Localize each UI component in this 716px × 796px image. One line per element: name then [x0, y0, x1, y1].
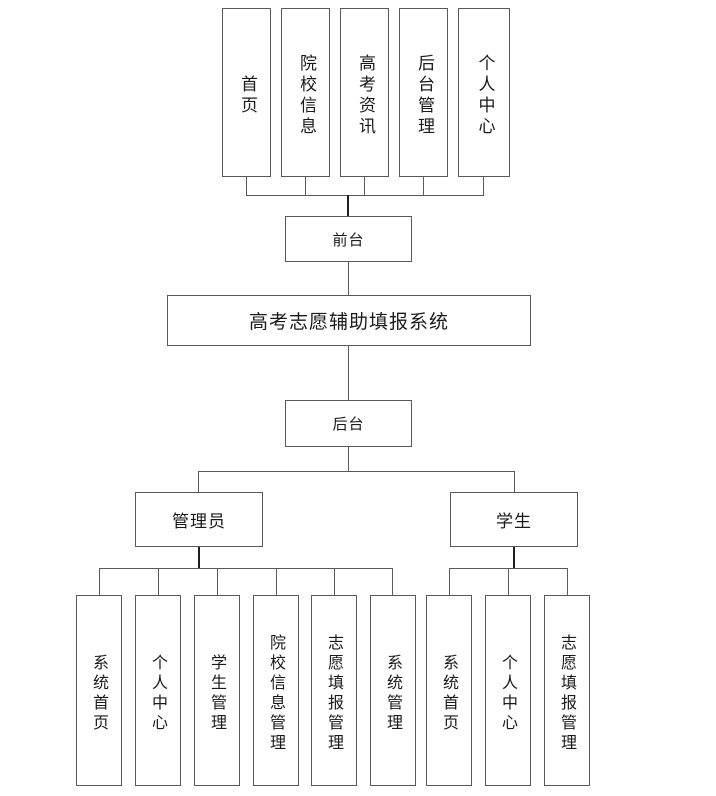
- connector-frontend-backend-admin: [423, 177, 424, 195]
- connector-root-to-backend: [348, 346, 349, 400]
- connector-frontend-home: [246, 177, 247, 195]
- node-label: 个人中心: [474, 53, 495, 138]
- connector-student-drop: [513, 547, 515, 568]
- connector-backend-drop: [348, 447, 349, 471]
- connector-frontend-school-info: [305, 177, 306, 195]
- node-label: 前台: [332, 230, 365, 249]
- admin-child-system-management[interactable]: 系统管理: [370, 595, 416, 786]
- node-label: 后台管理: [414, 53, 434, 138]
- node-label: 个人中心: [499, 653, 518, 734]
- node-backend[interactable]: 后台: [285, 400, 412, 447]
- admin-child-personal-center[interactable]: 个人中心: [135, 595, 181, 786]
- connector-frontend-drop: [347, 195, 349, 216]
- connector-frontend-personal-center: [483, 177, 484, 195]
- connector-admin-child-3: [217, 568, 218, 595]
- admin-child-student-management[interactable]: 学生管理: [194, 595, 240, 786]
- node-label: 志愿填报管理: [558, 633, 577, 754]
- student-child-personal-center[interactable]: 个人中心: [485, 595, 531, 786]
- admin-child-school-info-management[interactable]: 院校信息管理: [253, 595, 299, 786]
- student-child-system-home[interactable]: 系统首页: [426, 595, 472, 786]
- frontend-child-school-info[interactable]: 院校信息: [281, 8, 330, 177]
- node-label: 管理员: [172, 512, 226, 532]
- node-label: 志愿填报管理: [325, 633, 344, 754]
- frontend-child-backend-admin[interactable]: 后台管理: [399, 8, 448, 177]
- connector-student-child-3: [567, 568, 568, 595]
- node-label: 高考志愿辅助填报系统: [248, 311, 449, 333]
- admin-child-application-management[interactable]: 志愿填报管理: [311, 595, 357, 786]
- node-label: 后台: [332, 415, 365, 433]
- node-label: 院校信息: [296, 53, 316, 138]
- connector-student-child-2: [508, 568, 509, 595]
- node-label: 高考资讯: [355, 53, 375, 138]
- node-label: 系统首页: [440, 653, 459, 734]
- connector-admin-child-5: [334, 568, 335, 595]
- connector-roles-bus: [198, 471, 515, 472]
- connector-student-child-1: [449, 568, 450, 595]
- node-label: 系统首页: [90, 653, 109, 734]
- connector-admin-bus: [99, 568, 393, 569]
- connector-bus-to-student: [514, 471, 515, 492]
- student-child-application-management[interactable]: 志愿填报管理: [544, 595, 590, 786]
- connector-frontend-to-root: [348, 262, 349, 295]
- node-label: 个人中心: [149, 653, 168, 734]
- frontend-child-exam-news[interactable]: 高考资讯: [340, 8, 389, 177]
- connector-frontend-exam-news: [364, 177, 365, 195]
- connector-admin-child-2: [158, 568, 159, 595]
- node-role-student[interactable]: 学生: [450, 492, 578, 547]
- node-label: 学生: [496, 512, 532, 532]
- frontend-child-home[interactable]: 首页: [222, 8, 271, 177]
- connector-frontend-bus: [246, 195, 484, 196]
- connector-admin-child-1: [99, 568, 100, 595]
- connector-bus-to-admin: [198, 471, 199, 492]
- connector-admin-child-4: [276, 568, 277, 595]
- node-label: 院校信息管理: [267, 633, 286, 754]
- frontend-child-personal-center[interactable]: 个人中心: [458, 8, 510, 177]
- node-root-system[interactable]: 高考志愿辅助填报系统: [167, 295, 531, 346]
- node-label: 学生管理: [208, 653, 227, 734]
- connector-admin-child-6: [392, 568, 393, 595]
- connector-admin-drop: [198, 547, 200, 568]
- node-label: 首页: [237, 74, 257, 117]
- node-frontend[interactable]: 前台: [285, 216, 412, 262]
- node-label: 系统管理: [384, 653, 403, 734]
- admin-child-system-home[interactable]: 系统首页: [76, 595, 122, 786]
- node-role-admin[interactable]: 管理员: [135, 492, 263, 547]
